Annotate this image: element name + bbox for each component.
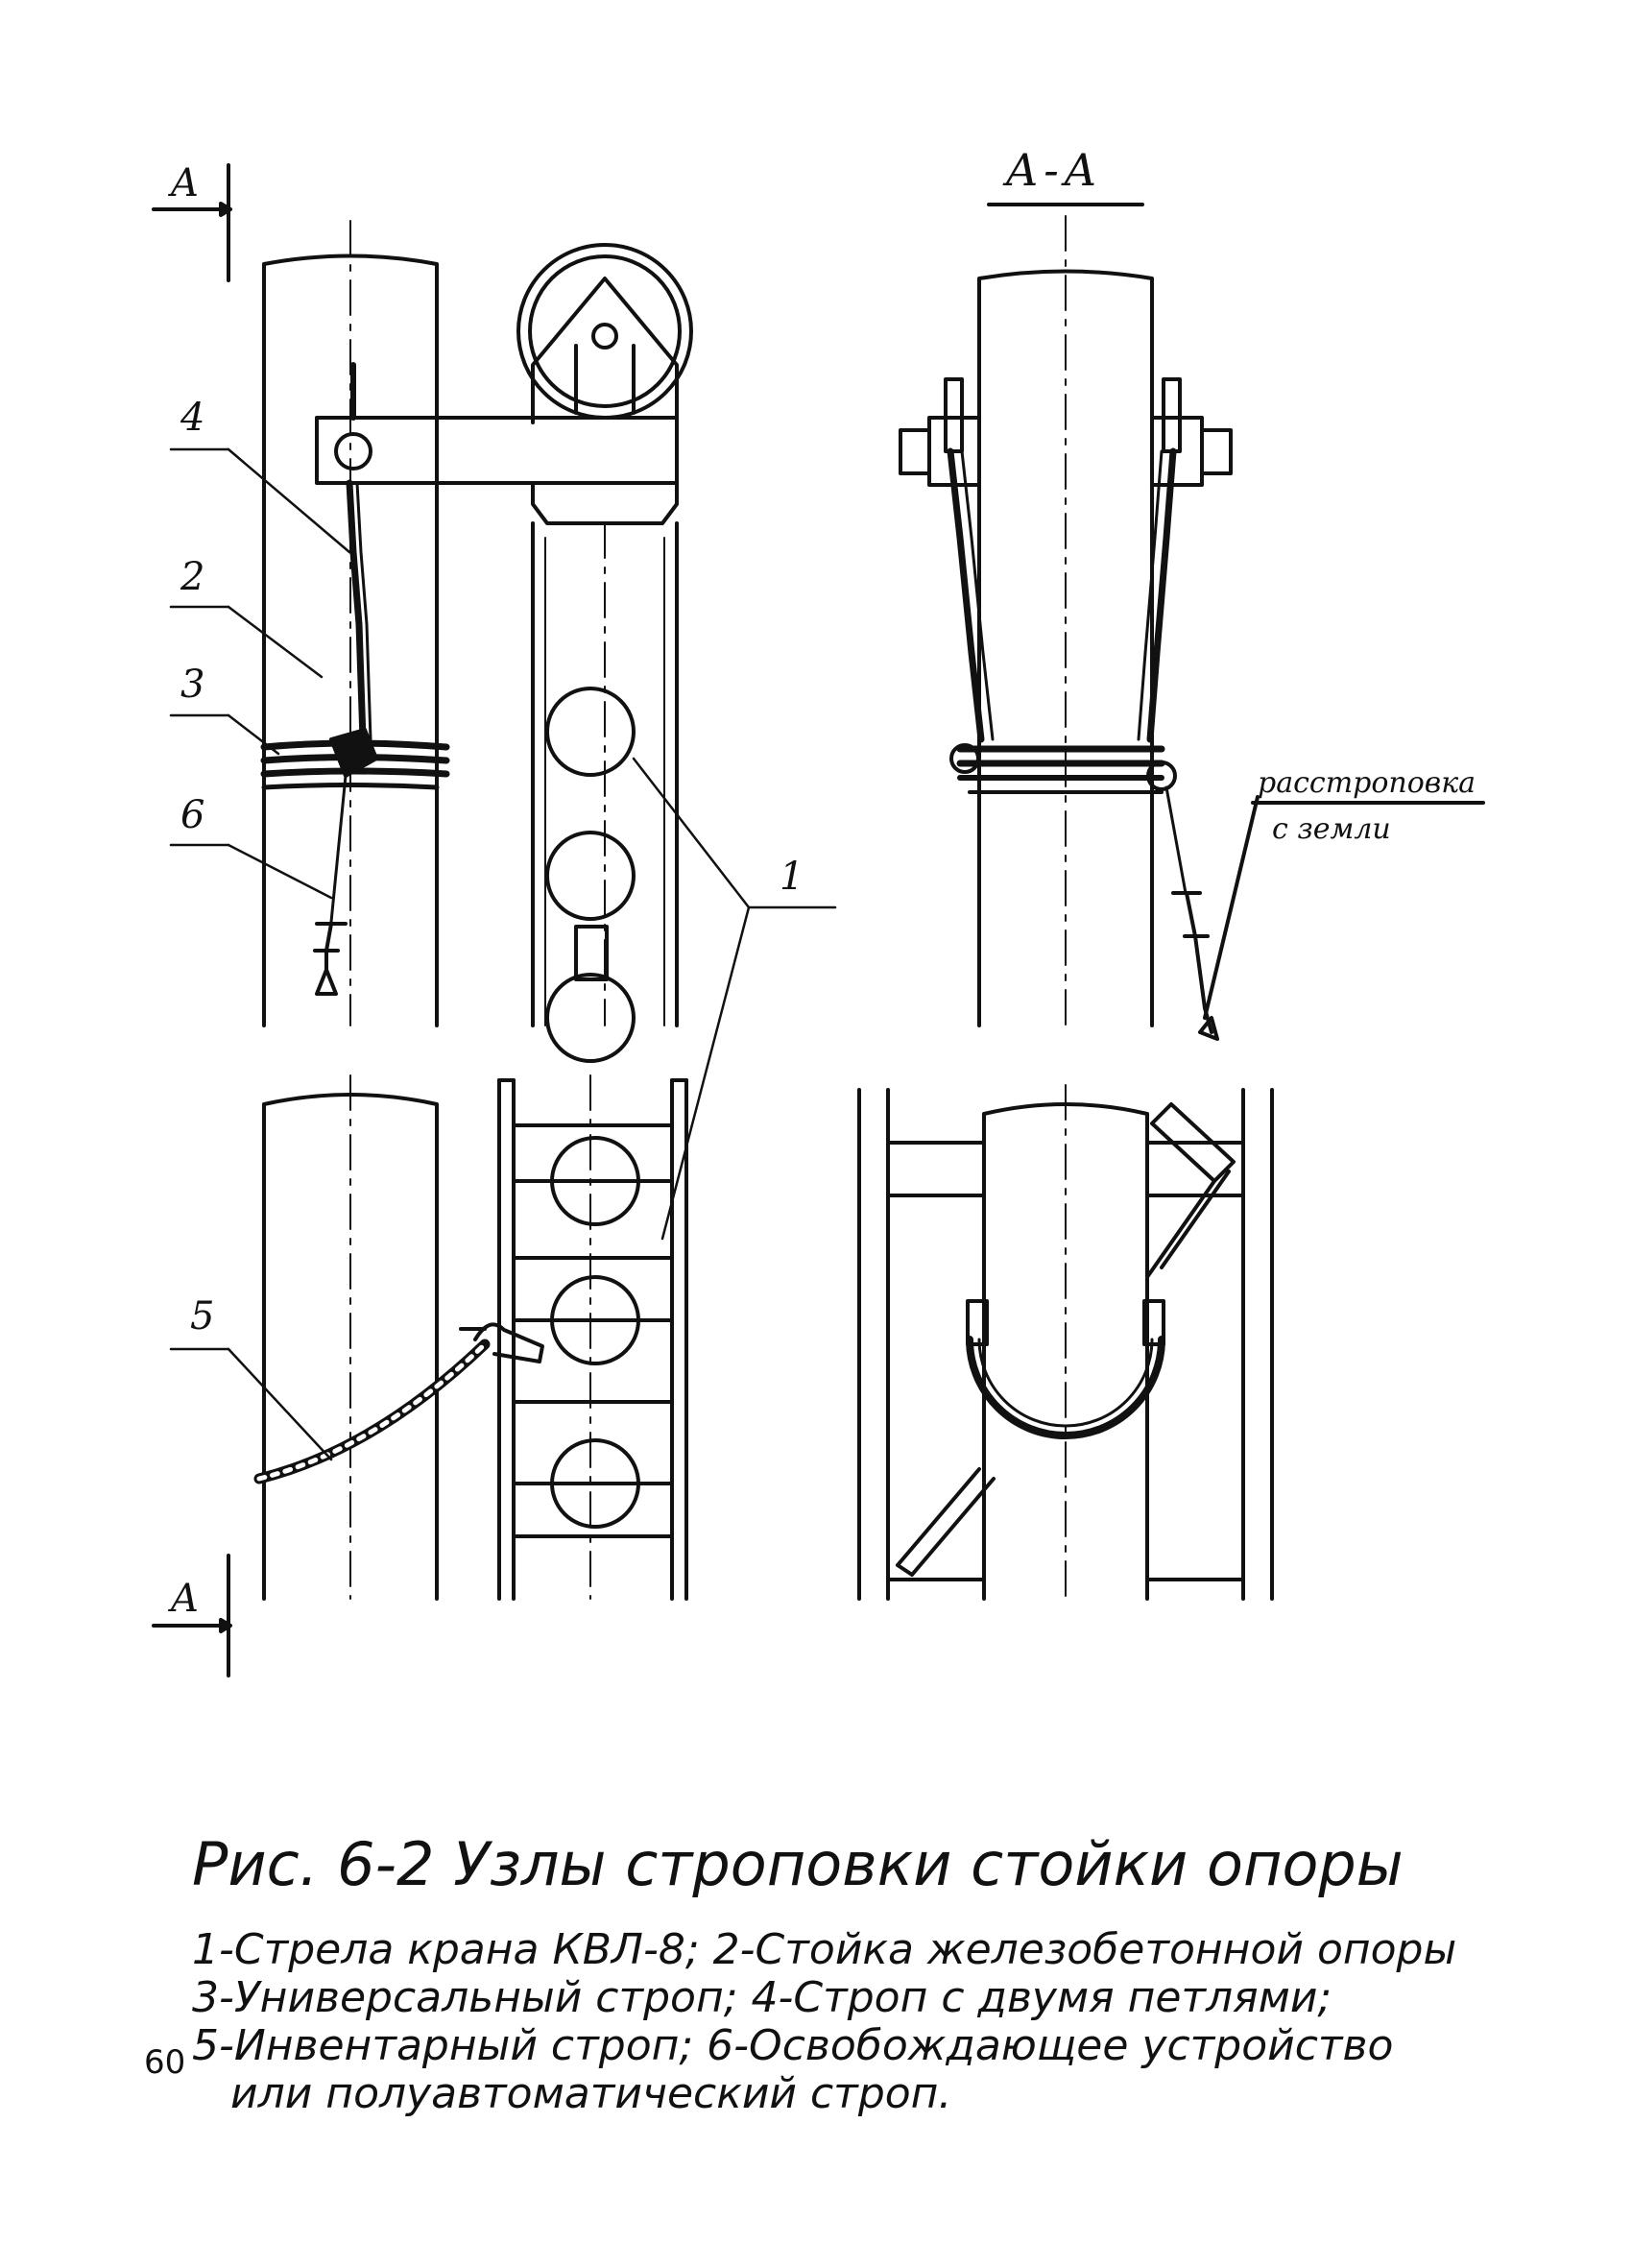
note-release-line1: расстроповка xyxy=(1258,766,1476,800)
callout-1: 1 xyxy=(780,855,804,899)
legend-line-2: 3-Универсальный строп; 4-Строп с двумя п… xyxy=(192,1973,1332,2022)
callout-5: 5 xyxy=(190,1294,215,1339)
section-marker-bottom xyxy=(152,1554,232,1677)
boom-crossbar xyxy=(315,362,679,485)
strop-two-loops xyxy=(346,479,372,743)
legend-line-3: 5-Инвентарный строп; 6-Освобождающее уст… xyxy=(192,2021,1394,2070)
section-strop xyxy=(947,447,1177,794)
section-release-device xyxy=(1164,785,1219,1041)
callout-3: 3 xyxy=(180,663,205,707)
diagonal-brace xyxy=(896,1102,1236,1577)
page-number: 60 xyxy=(144,2043,186,2082)
section-label-bottom: A xyxy=(171,1577,199,1621)
crane-boom-upper xyxy=(531,481,679,1063)
pulley-block xyxy=(516,243,693,424)
section-view-title: A-A xyxy=(1006,144,1102,196)
section-marker-top xyxy=(152,163,232,282)
callout-2: 2 xyxy=(180,555,205,599)
callout-4: 4 xyxy=(180,396,205,440)
figure-title: Рис. 6-2 Узлы строповки стойки опоры xyxy=(192,1829,1404,1899)
column-bottom-left xyxy=(262,1074,439,1601)
column-section-bottom xyxy=(982,1084,1149,1601)
legend-line-1: 1-Стрела крана КВЛ-8; 2-Стойка железобет… xyxy=(192,1925,1457,1974)
section-label-top: A xyxy=(171,161,199,205)
release-device xyxy=(313,774,348,996)
crane-boom-lower xyxy=(497,1074,688,1601)
legend-line-4: или полуавтоматический строп. xyxy=(230,2069,952,2118)
column-top-left xyxy=(262,220,439,1027)
inventory-strop xyxy=(253,1322,544,1484)
callout-6: 6 xyxy=(180,793,205,837)
leader-lines xyxy=(169,447,837,1461)
column-section-top xyxy=(977,215,1154,1027)
boom-frame-right xyxy=(857,1088,1274,1601)
cradle-loop xyxy=(966,1299,1165,1439)
note-leader xyxy=(1203,795,1260,1020)
note-release-line2: с земли xyxy=(1272,812,1391,846)
universal-strop-wraps xyxy=(260,728,450,790)
